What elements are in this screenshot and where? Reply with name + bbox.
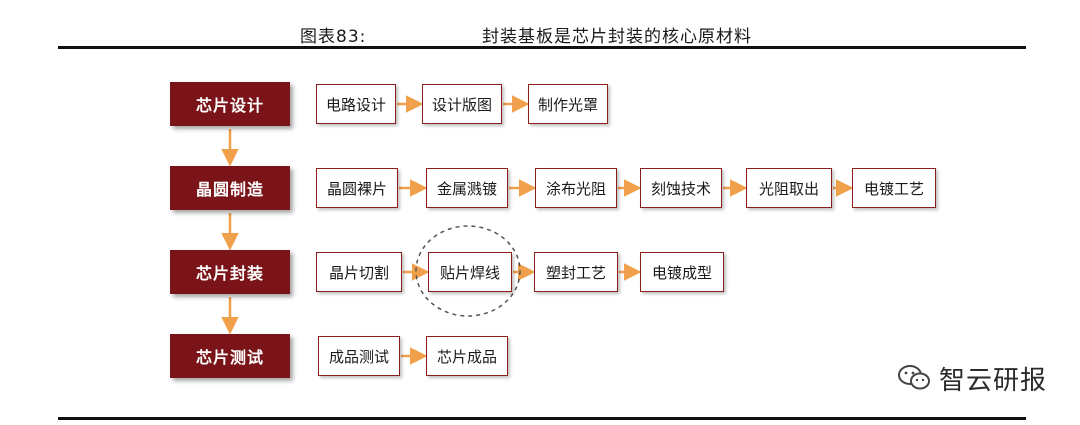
- figure-title: 封装基板是芯片封装的核心原材料: [482, 27, 752, 47]
- step-molding: 塑封工艺: [534, 252, 618, 292]
- step-bare-die: 晶圆裸片: [316, 168, 398, 208]
- stage-wafer-fab: 晶圆制造: [170, 166, 290, 210]
- figure-caption: 图表83: 封装基板是芯片封装的核心原材料: [0, 18, 1080, 48]
- step-die-bond-wire: 贴片焊线: [428, 252, 512, 292]
- figure-label: 图表83:: [300, 27, 367, 47]
- watermark: 智云研报: [897, 358, 1057, 398]
- step-finished-chip: 芯片成品: [426, 336, 508, 376]
- stage-chip-design: 芯片设计: [170, 82, 290, 126]
- step-sputtering: 金属溅镀: [426, 168, 508, 208]
- step-electroplating: 电镀工艺: [852, 168, 936, 208]
- top-rule: [58, 46, 1026, 49]
- highlight-circle: [415, 225, 521, 317]
- step-final-test: 成品测试: [318, 336, 400, 376]
- step-die-cutting: 晶片切割: [316, 252, 402, 292]
- step-plating-forming: 电镀成型: [640, 252, 724, 292]
- step-layout-design: 设计版图: [422, 84, 502, 124]
- stage-chip-testing: 芯片测试: [170, 334, 290, 378]
- wechat-icon: [898, 365, 930, 390]
- bottom-rule: [58, 417, 1026, 420]
- step-photomask: 制作光罩: [528, 84, 608, 124]
- stage-chip-packaging: 芯片封装: [170, 250, 290, 294]
- step-etching: 刻蚀技术: [640, 168, 722, 208]
- watermark-text: 智云研报: [939, 365, 1048, 396]
- step-circuit-design: 电路设计: [316, 84, 396, 124]
- step-photoresist-coat: 涂布光阻: [535, 168, 617, 208]
- step-photoresist-removal: 光阻取出: [746, 168, 832, 208]
